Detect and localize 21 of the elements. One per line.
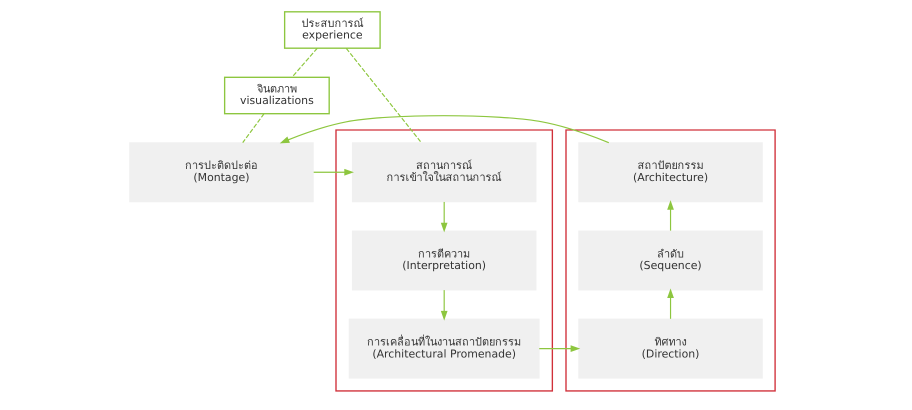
arrow	[440, 202, 448, 232]
node-box: ประสบการณ์ experience	[284, 11, 381, 49]
cluster	[335, 129, 554, 392]
cluster	[565, 129, 776, 392]
node-box: การตีความ (Interpretation)	[352, 230, 536, 290]
arrow	[667, 200, 674, 231]
connector	[346, 48, 422, 144]
node-box: การเคลื่อนที่ในงานสถาปัตยกรรม (Architectural Promenade)	[348, 318, 540, 379]
connector	[292, 48, 318, 78]
node-box: ทิศทาง (Direction)	[578, 318, 763, 379]
node-box: ลำดับ (Sequence)	[578, 230, 763, 290]
node-box: การปะติดปะต่อ (Montage)	[129, 142, 314, 202]
arrow	[314, 168, 354, 176]
node-box: จินตภาพ visualizations	[224, 76, 330, 114]
node-box: สถานการณ์ การเข้าใจในสถานการณ์	[352, 142, 536, 202]
arrow	[440, 290, 448, 321]
connector	[242, 113, 265, 143]
arrow	[539, 345, 580, 352]
arrow	[280, 115, 610, 144]
node-box: สถาปัตยกรรม (Architecture)	[578, 142, 763, 202]
arrow	[667, 288, 674, 319]
